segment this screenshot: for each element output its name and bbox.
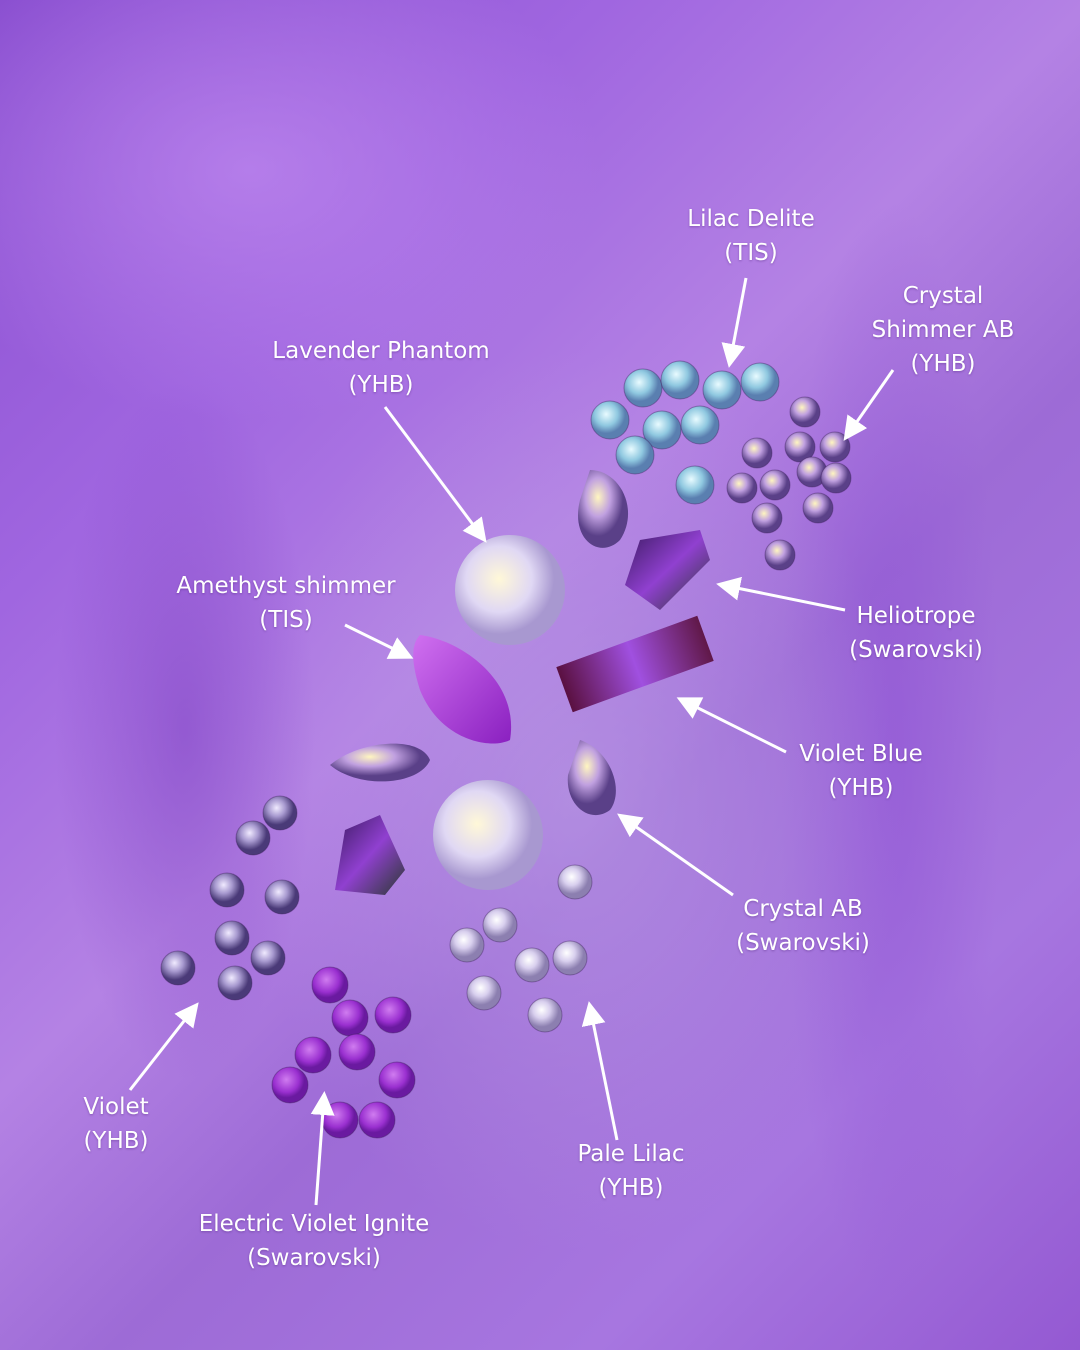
crystal-shimmer-ab-rhinestone <box>741 437 773 469</box>
pale-lilac-rhinestone <box>557 864 593 900</box>
crystal-ab-stone <box>567 740 616 816</box>
label-name: Lavender Phantom <box>272 338 490 364</box>
label-crystal-ab: Crystal AB (Swarovski) <box>736 892 870 960</box>
electric-violet-ignite-rhinestone <box>378 1061 416 1099</box>
lilac-delite-rhinestone <box>702 370 742 410</box>
crystal-shimmer-ab-rhinestone <box>751 502 783 534</box>
violet-rhinestone <box>262 795 298 831</box>
electric-violet-ignite-rhinestone <box>331 999 369 1037</box>
crystal-shimmer-ab-rhinestone <box>820 462 852 494</box>
pale-lilac-rhinestone <box>552 940 588 976</box>
arrow-crystal-shimmer <box>843 369 895 441</box>
label-name: Amethyst shimmer <box>176 573 396 599</box>
arrow-pale-lilac <box>581 1001 619 1141</box>
lilac-delite-rhinestone <box>590 400 630 440</box>
electric-violet-ignite-rhinestone <box>294 1036 332 1074</box>
label-violet: Violet (YHB) <box>83 1090 148 1158</box>
electric-violet-ignite-rhinestone <box>338 1033 376 1071</box>
label-name: Violet Blue <box>799 741 923 767</box>
crystal-rivoli-stone <box>433 780 543 890</box>
heliotrope-stone <box>625 530 710 610</box>
lilac-delite-rhinestone <box>615 435 655 475</box>
violet-rhinestone <box>160 950 196 986</box>
label-electric-violet-ignite: Electric Violet Ignite (Swarovski) <box>199 1207 430 1275</box>
violet-rhinestone <box>264 879 300 915</box>
label-heliotrope: Heliotrope (Swarovski) <box>849 599 983 667</box>
teardrop-ab-stone <box>330 743 430 782</box>
crystal-shimmer-ab-rhinestone <box>802 492 834 524</box>
label-brand: (YHB) <box>83 1128 149 1154</box>
crystal-shimmer-ab-rhinestone <box>764 539 796 571</box>
heliotrope-stone-2 <box>335 815 405 895</box>
lavender-phantom-stone <box>455 535 565 645</box>
lilac-delite-rhinestone <box>680 405 720 445</box>
arrow-amethyst-shimmer <box>344 623 414 659</box>
amethyst-shimmer-stone <box>413 635 512 744</box>
electric-violet-ignite-rhinestone <box>321 1101 359 1139</box>
electric-violet-ignite-rhinestone <box>311 966 349 1004</box>
label-brand: (YHB) <box>348 372 414 398</box>
label-name: Violet <box>83 1094 149 1120</box>
label-pale-lilac: Pale Lilac (YHB) <box>577 1137 684 1205</box>
arrow-lavender-phantom <box>383 406 487 543</box>
label-name: Lilac Delite <box>687 206 815 232</box>
violet-rhinestone <box>209 872 245 908</box>
pale-lilac-rhinestone <box>449 927 485 963</box>
crystal-shimmer-ab-rhinestone <box>789 396 821 428</box>
pale-lilac-rhinestone <box>482 907 518 943</box>
lilac-delite-rhinestone <box>740 362 780 402</box>
label-brand: (Swarovski) <box>247 1245 381 1271</box>
violet-rhinestone <box>250 940 286 976</box>
label-brand: (TIS) <box>259 607 313 633</box>
label-brand: (TIS) <box>724 240 778 266</box>
label-amethyst-shimmer: Amethyst shimmer (TIS) <box>176 569 395 637</box>
electric-violet-ignite-rhinestone <box>358 1101 396 1139</box>
label-arrows <box>128 277 895 1206</box>
arrow-crystal-ab <box>617 813 734 897</box>
lilac-delite-rhinestone <box>660 360 700 400</box>
teardrop-ab-stone <box>578 470 629 548</box>
violet-rhinestone <box>235 820 271 856</box>
label-name: Crystal <box>902 283 984 309</box>
arrow-electric-violet <box>310 1091 335 1206</box>
lilac-delite-rhinestone <box>642 410 682 450</box>
crystal-shimmer-ab-rhinestone <box>819 431 851 463</box>
pale-lilac-rhinestone <box>527 997 563 1033</box>
crystal-shimmer-ab-rhinestone <box>784 431 816 463</box>
label-brand: (YHB) <box>598 1175 664 1201</box>
label-name: Pale Lilac <box>577 1141 685 1167</box>
pale-lilac-rhinestone <box>466 975 502 1011</box>
label-name: Heliotrope <box>856 603 976 629</box>
pale-lilac-rhinestone <box>514 947 550 983</box>
electric-violet-ignite-rhinestone <box>374 996 412 1034</box>
label-brand: (YHB) <box>910 351 976 377</box>
large-sew-on-stones <box>330 470 714 895</box>
crystal-shimmer-ab-rhinestone <box>726 472 758 504</box>
lilac-delite-rhinestone <box>675 465 715 505</box>
crystal-shimmer-ab-rhinestone <box>759 469 791 501</box>
violet-rhinestone <box>214 920 250 956</box>
label-lavender-phantom: Lavender Phantom (YHB) <box>272 334 489 402</box>
label-brand: (Swarovski) <box>736 930 870 956</box>
violet-blue-stone <box>556 615 714 713</box>
label-brand: (YHB) <box>828 775 894 801</box>
label-lilac-delite: Lilac Delite (TIS) <box>687 202 814 270</box>
label-name: Crystal AB <box>743 896 863 922</box>
label-brand: (Swarovski) <box>849 637 983 663</box>
label-name: Electric Violet Ignite <box>198 1211 430 1237</box>
violet-rhinestone <box>217 965 253 1001</box>
arrow-violet-blue <box>676 697 787 754</box>
label-violet-blue: Violet Blue (YHB) <box>799 737 922 805</box>
label-name: Shimmer AB <box>871 317 1015 343</box>
arrow-heliotrope <box>716 576 846 612</box>
arrow-lilac-delite <box>721 277 748 368</box>
lilac-delite-rhinestone <box>623 368 663 408</box>
arrow-violet <box>128 1002 199 1091</box>
electric-violet-ignite-rhinestone <box>271 1066 309 1104</box>
